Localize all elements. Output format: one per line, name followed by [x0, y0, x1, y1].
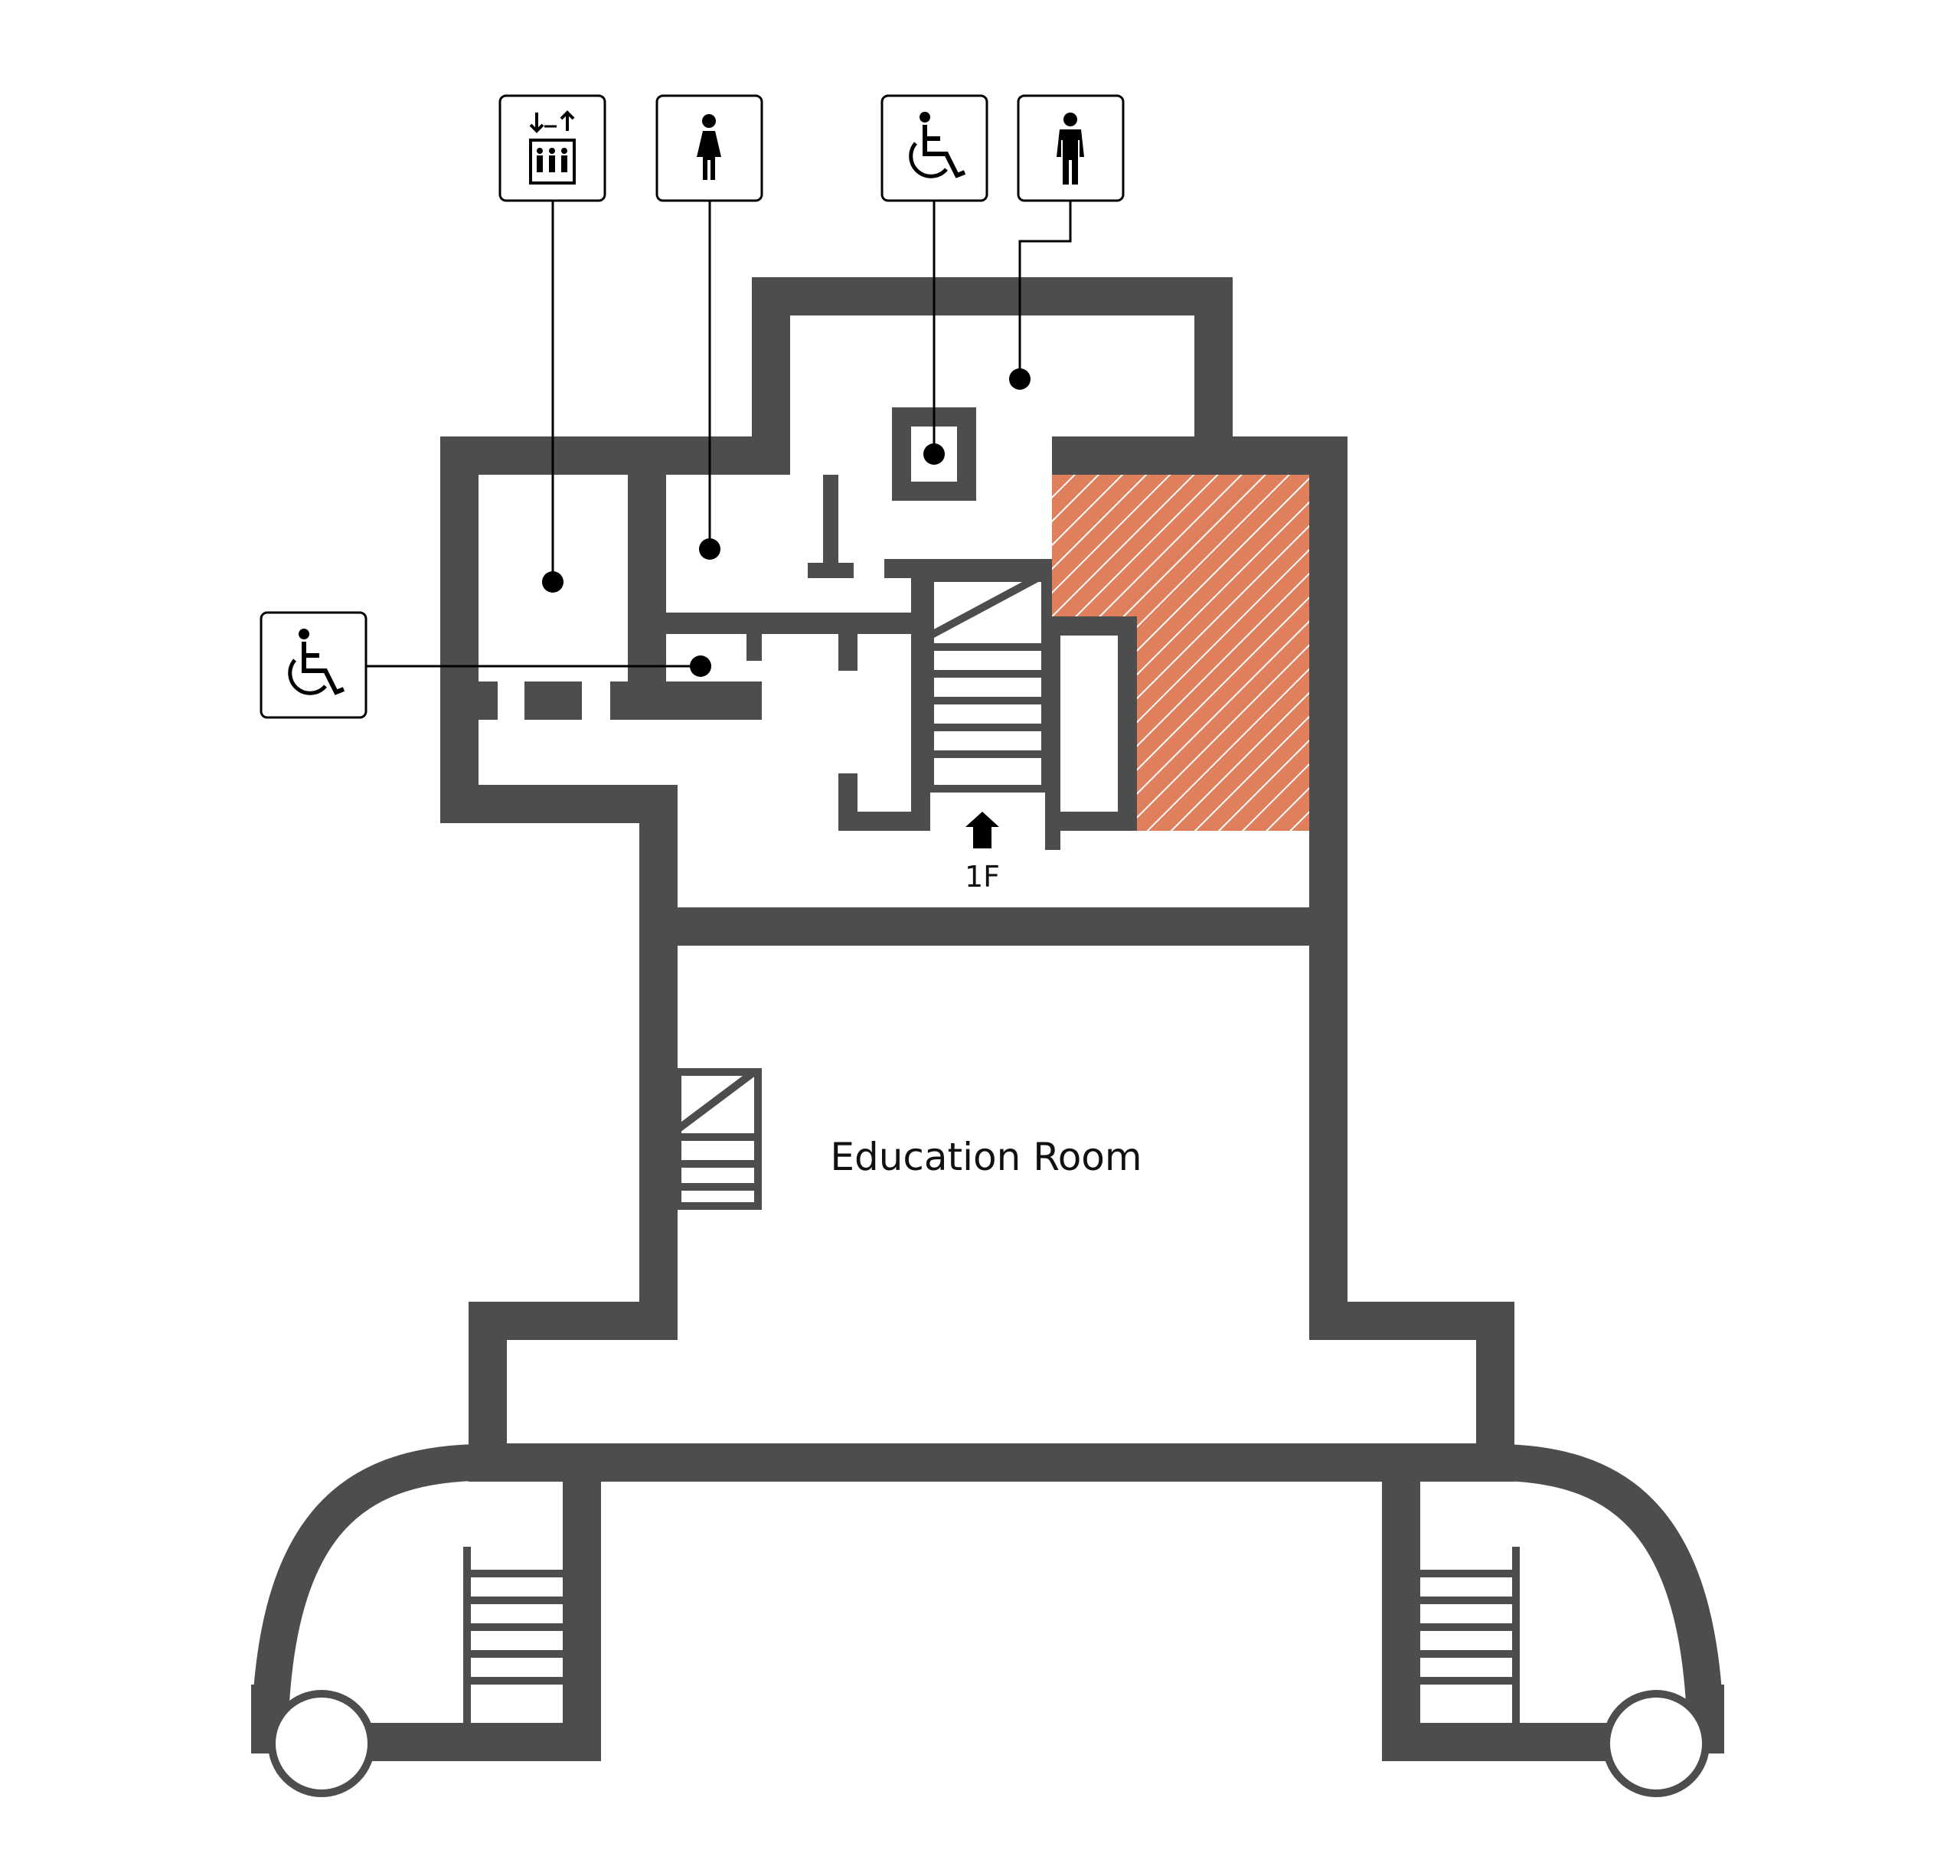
accessible-restroom-sign-left[interactable]	[260, 611, 368, 719]
column-circle	[1602, 1690, 1710, 1797]
floor-label: 1F	[965, 860, 1000, 894]
elevator-icon	[529, 110, 576, 185]
right-wing	[1382, 1444, 1724, 1797]
room-label-education: Education Room	[830, 1135, 1142, 1179]
mens-restroom-sign[interactable]	[1017, 94, 1125, 202]
accessible-restroom-icon	[288, 629, 345, 695]
restricted-area	[1052, 475, 1309, 831]
womens-restroom-icon	[697, 114, 721, 180]
staircase-right-wing	[1420, 1547, 1520, 1723]
accessible-restroom-sign[interactable]	[880, 94, 988, 202]
womens-restroom-sign[interactable]	[655, 94, 763, 202]
arrow-up-icon	[965, 812, 999, 848]
accessible-restroom-icon	[909, 112, 966, 178]
mens-restroom-icon	[1057, 113, 1084, 185]
left-wing	[251, 1444, 601, 1797]
column-circle	[268, 1690, 375, 1797]
elevator-sign[interactable]	[498, 94, 606, 202]
staircase-upper	[926, 574, 1049, 793]
leader-lines	[366, 201, 1072, 677]
staircase-left-wing	[463, 1547, 563, 1723]
floor-link-1f[interactable]: 1F	[965, 812, 1000, 894]
staircase-education	[674, 1068, 762, 1210]
